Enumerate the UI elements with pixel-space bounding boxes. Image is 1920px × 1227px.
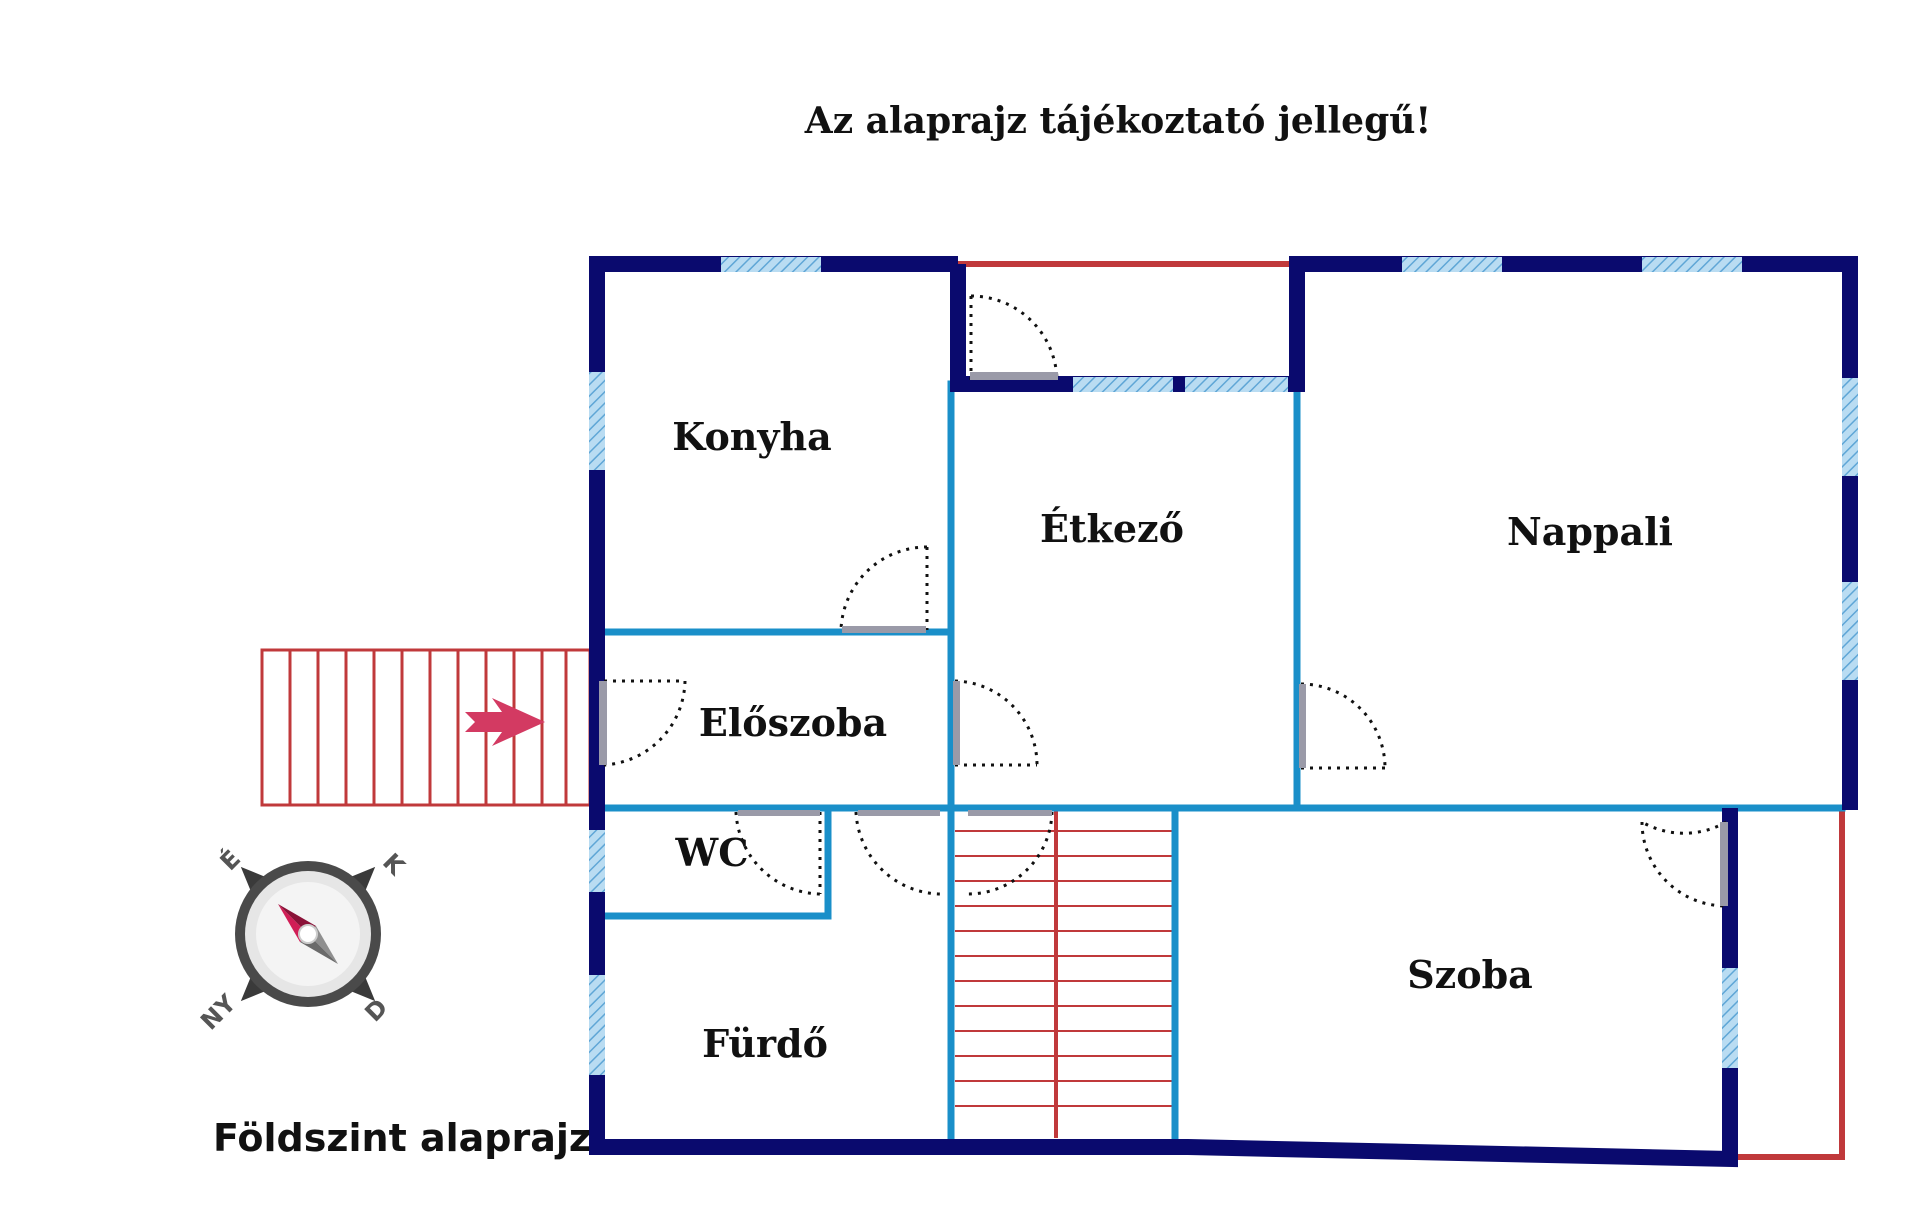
window — [1842, 378, 1858, 476]
window — [589, 372, 605, 470]
compass-label-north: É — [214, 844, 246, 876]
door — [969, 294, 1059, 383]
terrace-outline — [958, 261, 1845, 1160]
room-label-nappali: Nappali — [1507, 509, 1673, 554]
compass-label-east: K — [377, 848, 411, 882]
entrance-stairs — [260, 648, 592, 807]
window — [1642, 257, 1742, 272]
plan-caption: Földszint alaprajz — [213, 1116, 591, 1160]
room-label-szoba: Szoba — [1407, 952, 1533, 997]
room-label-furdo: Fürdő — [702, 1021, 828, 1066]
window — [1073, 377, 1173, 392]
window — [1722, 968, 1738, 1068]
room-label-konyha: Konyha — [672, 414, 832, 459]
window — [1402, 257, 1502, 272]
window — [721, 257, 821, 272]
window — [1842, 582, 1858, 680]
compass: É K D NY — [195, 844, 411, 1036]
compass-label-south: D — [359, 993, 393, 1027]
window — [589, 975, 605, 1075]
room-label-eloszoba: Előszoba — [699, 700, 887, 745]
window — [1185, 377, 1288, 392]
exterior-walls — [589, 256, 1858, 1168]
window — [589, 830, 605, 892]
room-label-etkezo: Étkező — [1040, 506, 1184, 551]
compass-label-west: NY — [195, 989, 242, 1036]
doors — [599, 294, 1728, 908]
interior-stairs — [955, 808, 1173, 1138]
plan-notice: Az alaprajz tájékoztató jellegű! — [804, 100, 1431, 142]
room-label-wc: WC — [675, 830, 749, 875]
entrance-arrow — [465, 698, 545, 746]
windows — [589, 257, 1858, 1075]
